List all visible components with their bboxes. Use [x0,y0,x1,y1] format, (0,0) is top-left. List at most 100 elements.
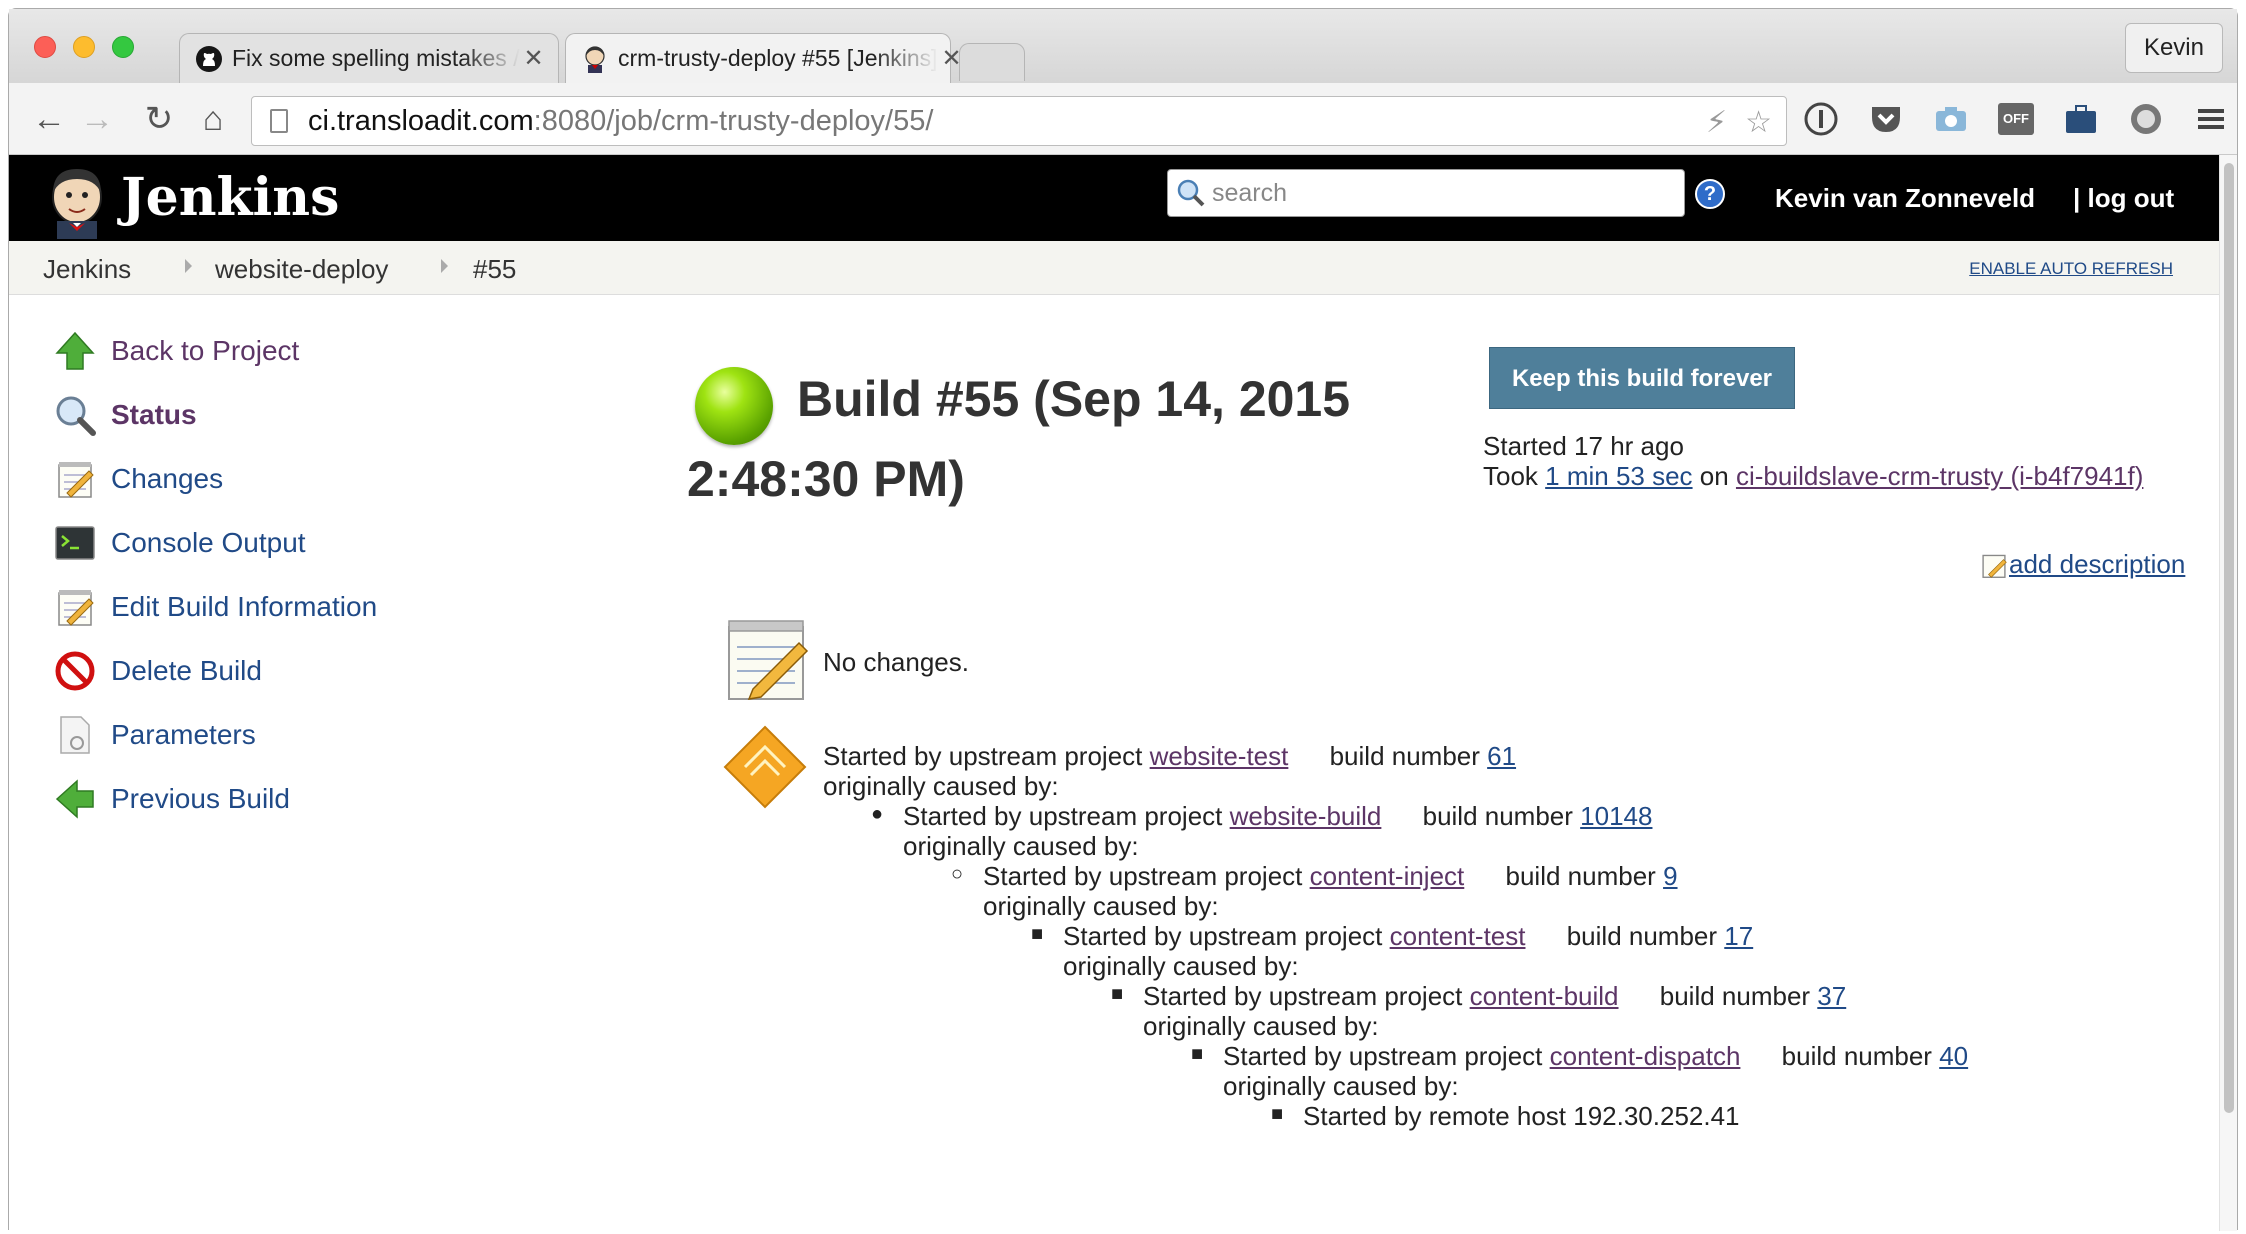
originally-caused-by: originally caused by: [983,891,1219,921]
upstream-project-link[interactable]: content-build [1469,981,1619,1011]
user-link[interactable]: Kevin van Zonneveld [1775,183,2036,213]
jenkins-logo[interactable] [39,163,115,239]
sidebar-item-label: Delete Build [111,655,262,686]
breadcrumb: Jenkins website-deploy #55 ENABLE AUTO R… [9,241,2221,295]
tab-bar: Fix some spelling mistakes / ✕ crm-trust… [9,9,2237,83]
build-started-time: Started 17 hr ago [1483,431,1684,461]
enable-auto-refresh-link[interactable]: ENABLE AUTO REFRESH [1969,259,2173,278]
sidebar-item-console-output[interactable]: Console Output [53,521,306,565]
upstream-project-link[interactable]: content-dispatch [1549,1041,1741,1071]
left-arrow-icon [55,779,94,819]
back-arrow-icon[interactable]: ← [32,100,66,138]
add-description-link[interactable]: add description [1979,549,2185,580]
forward-arrow-icon[interactable]: → [80,100,114,138]
sidebar-item-edit-build-information[interactable]: Edit Build Information [53,585,377,629]
cause-prefix: Started by upstream project [1223,1041,1543,1071]
build-number-link[interactable]: 10148 [1580,801,1653,831]
off-label: OFF [1998,103,2034,135]
new-tab-button[interactable] [959,43,1025,81]
notepad-icon [1982,554,2007,578]
bookmark-star-icon[interactable]: ☆ [1745,106,1772,139]
close-icon[interactable]: ✕ [941,45,962,72]
profile-button[interactable]: Kevin [2124,23,2223,73]
build-duration: Took 1 min 53 sec on ci-buildslave-crm-t… [1483,461,2143,492]
build-number-link[interactable]: 40 [1939,1041,1969,1071]
briefcase-icon[interactable] [2061,99,2101,139]
maximize-window-button[interactable] [112,36,134,58]
menu-icon[interactable] [2191,99,2231,139]
bullet-icon: ○ [951,863,964,885]
cause-prefix: Started by upstream project [903,801,1223,831]
scrollbar-thumb[interactable] [2224,163,2234,1113]
close-window-button[interactable] [34,36,56,58]
build-node-link[interactable]: ci-buildslave-crm-trusty (i-b4f7941f) [1735,461,2144,491]
page-icon [270,109,288,133]
breadcrumb-separator-icon[interactable] [441,259,448,273]
breadcrumb-jenkins[interactable]: Jenkins [43,254,132,284]
jenkins-title[interactable]: Jenkins [121,167,340,228]
cause-line-6: Started by upstream project content-disp… [1223,1041,1968,1071]
onepassword-icon[interactable] [1801,99,1841,139]
build-number-label: build number [1566,921,1718,951]
build-number-link[interactable]: 9 [1663,861,1678,891]
keep-build-forever-button[interactable]: Keep this build forever [1489,347,1795,409]
reload-icon[interactable]: ↻ [144,100,174,138]
breadcrumb-build[interactable]: #55 [473,254,517,284]
sidebar-item-back-to-project[interactable]: Back to Project [53,329,299,373]
search-box[interactable] [1167,169,1685,217]
originally-caused-by: originally caused by: [1223,1071,1459,1101]
up-arrow-icon [55,331,95,370]
off-toggle-icon[interactable]: OFF [1996,99,2036,139]
minimize-window-button[interactable] [73,36,95,58]
close-icon[interactable]: ✕ [523,45,544,72]
search-icon [1177,179,1205,207]
browser-toolbar: ← → ↻ ⌂ ci.transloadit.com :8080/job/crm… [9,83,2237,155]
originally-caused-by: originally caused by: [1063,951,1299,981]
upstream-project-link[interactable]: content-test [1389,921,1526,951]
build-number-link[interactable]: 37 [1817,981,1847,1011]
wappalyzer-icon[interactable] [2126,99,2166,139]
build-number-label: build number [1659,981,1811,1011]
url-host: ci.transloadit.com [308,104,534,137]
lightning-icon[interactable]: ⚡︎ [1706,106,1728,139]
sidebar-item-parameters[interactable]: Parameters [53,713,256,757]
cause-prefix: Started by upstream project [983,861,1303,891]
pocket-icon[interactable] [1866,99,1906,139]
originally-caused-by: originally caused by: [823,771,1059,801]
build-status-icon [695,367,773,445]
upstream-project-link[interactable]: website-test [1149,741,1289,771]
help-icon[interactable]: ? [1695,179,1725,209]
breadcrumb-website-deploy[interactable]: website-deploy [215,254,389,284]
url-path: :8080/job/crm-trusty-deploy/55/ [533,104,934,137]
build-number-link[interactable]: 61 [1487,741,1517,771]
search-input[interactable] [1212,178,1652,208]
on-label: on [1699,461,1729,491]
logout-link[interactable]: | log out [2073,183,2175,213]
build-number-label: build number [1781,1041,1932,1071]
document-icon [60,716,90,754]
upstream-project-link[interactable]: website-build [1229,801,1382,831]
no-changes-text: No changes. [823,647,969,677]
build-duration-link[interactable]: 1 min 53 sec [1545,461,1693,491]
page-scrollbar[interactable] [2219,155,2237,1231]
tab-github[interactable]: Fix some spelling mistakes / ✕ [179,33,559,83]
address-bar[interactable]: ci.transloadit.com :8080/job/crm-trusty-… [251,96,1787,146]
sidebar-item-status[interactable]: Status [53,393,197,437]
camera-icon[interactable] [1931,99,1971,139]
notepad-icon [728,620,809,700]
sidebar-item-delete-build[interactable]: Delete Build [53,649,262,693]
jenkins-header: Jenkins ? Kevin van Zonneveld | log out [9,155,2221,241]
magnifier-icon [56,396,96,436]
tab-jenkins[interactable]: crm-trusty-deploy #55 [Jenkins] ✕ [565,33,962,83]
notepad-icon [58,462,94,498]
build-number-link[interactable]: 17 [1724,921,1754,951]
sidebar-item-label: Console Output [111,527,306,558]
sidebar-item-changes[interactable]: Changes [53,457,223,501]
sidebar-item-label: Edit Build Information [111,591,378,622]
home-icon[interactable]: ⌂ [202,100,224,138]
sidebar-item-previous-build[interactable]: Previous Build [53,777,290,821]
page-viewport: Jenkins ? Kevin van Zonneveld | log out … [9,155,2221,1231]
page-title: Build #55 (Sep 14, 2015 2:48:30 PM) [687,371,1351,507]
breadcrumb-separator-icon[interactable] [185,259,192,273]
upstream-project-link[interactable]: content-inject [1309,861,1465,891]
